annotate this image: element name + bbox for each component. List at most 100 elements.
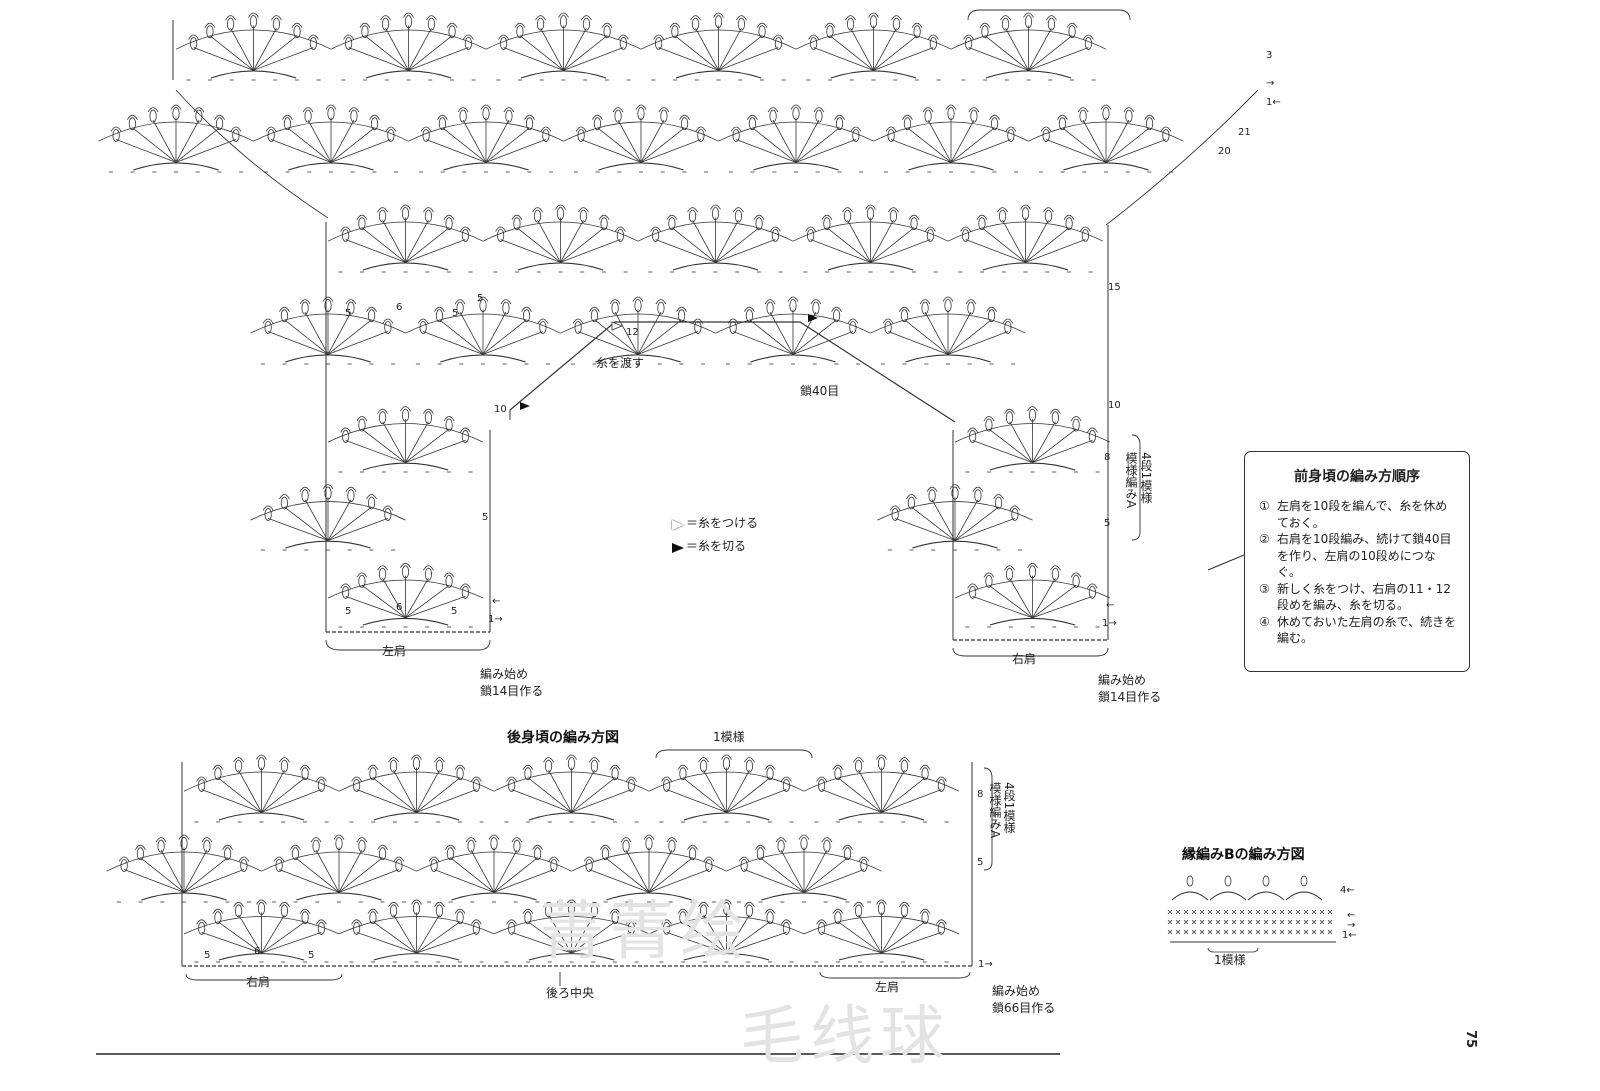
fan-motif bbox=[954, 562, 1111, 628]
fan-motif bbox=[408, 104, 564, 173]
fan-motif bbox=[877, 484, 1033, 551]
edge-row-label: 1← bbox=[1342, 930, 1357, 941]
single-crochet-mark bbox=[1295, 919, 1301, 925]
row-number: 6 bbox=[254, 946, 261, 957]
single-crochet-mark bbox=[1319, 909, 1325, 915]
chart-stroke bbox=[1131, 434, 1141, 541]
row-arrow: 1→ bbox=[1102, 618, 1117, 629]
row-number: 21 bbox=[1238, 127, 1251, 138]
single-crochet-mark bbox=[1247, 909, 1253, 915]
row-number: 5 bbox=[452, 308, 459, 319]
fan-motif bbox=[726, 834, 882, 903]
fan-motif bbox=[416, 834, 572, 903]
back-start-line2: 鎖66目作る bbox=[992, 1001, 1056, 1015]
single-crochet-mark bbox=[1311, 909, 1317, 915]
fan-motif bbox=[261, 834, 417, 903]
single-crochet-mark bbox=[1319, 919, 1325, 925]
chart-stroke bbox=[1207, 554, 1245, 571]
fan-motif bbox=[98, 104, 254, 173]
edge-arc bbox=[1171, 891, 1209, 901]
front-pattern-rows: 4段1模様 bbox=[1139, 452, 1153, 504]
row-number: 10 bbox=[1108, 400, 1121, 411]
single-crochet-mark bbox=[1207, 919, 1213, 925]
single-crochet-mark bbox=[1271, 929, 1277, 935]
single-crochet-mark bbox=[1167, 919, 1173, 925]
single-crochet-mark bbox=[1215, 909, 1221, 915]
page-number: 75 bbox=[1463, 1030, 1478, 1049]
edge-bobble bbox=[1186, 875, 1194, 887]
fan-motif bbox=[637, 204, 794, 273]
single-crochet-mark bbox=[1191, 919, 1197, 925]
row-arrow: 1← bbox=[1266, 97, 1281, 108]
fan-motif bbox=[330, 12, 487, 81]
single-crochet-mark bbox=[1327, 919, 1333, 925]
edge-arc bbox=[1209, 891, 1247, 901]
single-crochet-mark bbox=[1223, 919, 1229, 925]
fan-motif bbox=[493, 754, 650, 823]
fan-motif bbox=[327, 562, 484, 628]
chart-stroke bbox=[185, 973, 343, 981]
order-box-title: 前身頃の編み方順序 bbox=[1294, 469, 1420, 485]
single-crochet-mark bbox=[1327, 909, 1333, 915]
row-number: 20 bbox=[1218, 146, 1231, 157]
fan-motif bbox=[493, 899, 650, 963]
single-crochet-mark bbox=[1279, 909, 1285, 915]
fan-motif bbox=[338, 899, 495, 963]
single-crochet-mark bbox=[1207, 929, 1213, 935]
attach-marker bbox=[611, 321, 624, 331]
single-crochet-mark bbox=[1247, 919, 1253, 925]
single-crochet-mark bbox=[1303, 929, 1309, 935]
single-crochet-mark bbox=[1287, 909, 1293, 915]
watermark-line2: 毛线球 bbox=[740, 1000, 950, 1074]
fan-motif bbox=[947, 204, 1104, 273]
chart-stroke bbox=[1207, 947, 1259, 953]
row-number: 8 bbox=[977, 789, 984, 800]
edge-arc bbox=[1285, 891, 1323, 901]
front-pattern-note: 模様編みA bbox=[1124, 452, 1138, 509]
single-crochet-mark bbox=[1287, 929, 1293, 935]
single-crochet-mark bbox=[1175, 929, 1181, 935]
neckline-edge bbox=[509, 321, 956, 423]
fan-motif bbox=[485, 12, 642, 81]
chart-stroke bbox=[175, 89, 329, 219]
single-crochet-mark bbox=[1303, 919, 1309, 925]
single-crochet-mark bbox=[1199, 909, 1205, 915]
fan-motif bbox=[327, 406, 484, 473]
attach-thread-icon bbox=[672, 520, 684, 530]
row-number: 12 bbox=[626, 327, 639, 338]
single-crochet-mark bbox=[1255, 909, 1261, 915]
fan-motif bbox=[950, 12, 1107, 81]
row-number: 5 bbox=[482, 512, 489, 523]
row-number: 5 bbox=[345, 606, 352, 617]
fan-motif bbox=[803, 899, 960, 963]
single-crochet-mark bbox=[1175, 909, 1181, 915]
single-crochet-mark bbox=[1287, 919, 1293, 925]
fan-motif bbox=[106, 834, 262, 903]
fan-motif bbox=[640, 12, 797, 81]
right-shoulder-label: 右肩 bbox=[1012, 652, 1037, 666]
row-number: 5 bbox=[477, 293, 484, 304]
row-number: 3 bbox=[1266, 50, 1273, 61]
single-crochet-mark bbox=[1239, 919, 1245, 925]
start-right-line1: 編み始め bbox=[1098, 673, 1147, 687]
single-crochet-mark bbox=[1199, 919, 1205, 925]
single-crochet-mark bbox=[1263, 929, 1269, 935]
single-crochet-mark bbox=[1263, 909, 1269, 915]
single-crochet-mark bbox=[1167, 929, 1173, 935]
fan-motif bbox=[648, 899, 805, 963]
single-crochet-mark bbox=[1215, 919, 1221, 925]
row-number: 5 bbox=[308, 950, 315, 961]
row-number: 5 bbox=[204, 950, 211, 961]
back-pattern-note: 模様編みA bbox=[988, 782, 1002, 839]
back-left-shoulder: 左肩 bbox=[875, 980, 900, 994]
fan-motif bbox=[1028, 104, 1184, 173]
legend-attach: ＝糸をつける bbox=[686, 516, 759, 530]
cut-thread-icon bbox=[672, 543, 684, 553]
fan-motif bbox=[338, 754, 495, 823]
single-crochet-mark bbox=[1279, 919, 1285, 925]
